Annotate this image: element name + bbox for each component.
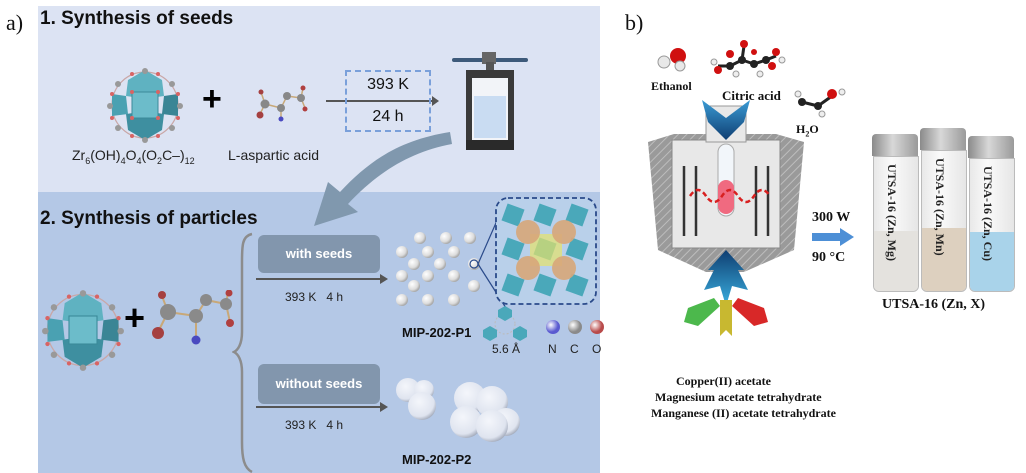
product-label: UTSA-16 (Zn, X) [882,297,986,312]
pore-size-label: 5.6 Å [492,342,521,356]
vial-label: UTSA-16 (Zn, Cu) [981,166,995,262]
section-particles-title: 2. Synthesis of particles [40,208,258,229]
conditions-box [345,70,431,132]
vial-powder [874,230,918,291]
pore-cluster-icon [483,306,527,341]
microwave-reactor-icon [648,100,804,336]
product-p2-label: MIP-202-P2 [402,452,472,467]
without-seeds-conditions: 393 K 4 h [285,418,344,432]
without-seeds-arrow [256,406,382,408]
zr-cluster-formula: Zr6(OH)4O4(O2C–)12 [72,147,195,166]
legend-atom-o-swatch [590,320,604,334]
legend-atom-c-label: C [570,342,579,356]
product-vials: UTSA-16 (Zn, Mg) UTSA-16 (Zn, Mn) UTSA-16 … [872,128,1018,298]
plus-sign: + [202,80,222,118]
arrow-head-icon [380,402,388,412]
right-arrow-icon [812,228,854,246]
condition-time: 24 h [372,108,404,125]
with-seeds-conditions: 393 K 4 h [285,290,344,304]
vial-cap [968,136,1014,158]
citric-acid-molecule-icon [710,40,786,78]
legend-atom-n-swatch [546,320,560,334]
reagent-magnesium-acetate: Magnesium acetate tetrahydrate [655,390,822,404]
vial-label: UTSA-16 (Zn, Mg) [885,164,899,262]
curly-brace-icon [232,232,253,473]
legend-atom-o-label: O [592,342,602,356]
without-seeds-button: without seeds [258,364,380,404]
water-molecule-icon [794,88,846,118]
reagent-h2o-label: H2O [796,122,819,139]
legend-atom-n-label: N [548,342,557,356]
ethanol-molecule-icon [657,48,686,72]
panel-b-label: b) [625,10,644,35]
reagent-ethanol-label: Ethanol [651,79,692,93]
vial-label: UTSA-16 (Zn, Mn) [933,158,947,256]
reaction-temperature-label: 90 °C [812,250,846,265]
product-p1-label: MIP-202-P1 [402,325,472,340]
reaction-arrow [326,100,434,102]
vial: UTSA-16 (Zn, Cu) [968,136,1015,292]
ligand-label: L-aspartic acid [228,147,320,163]
vial: UTSA-16 (Zn, Mn) [920,128,967,292]
vial: UTSA-16 (Zn, Mg) [872,134,919,292]
condition-temperature: 393 K [367,76,409,93]
plus-sign-2: + [124,297,146,338]
crystal-structure-icon [495,197,597,305]
zr-cluster-icon [107,68,183,143]
curved-arrow-icon [314,132,452,226]
aspartic-acid-large-icon [152,290,234,345]
autoclave-icon [452,52,528,150]
vial-cap [872,134,918,156]
reagent-manganese-acetate: Manganese (II) acetate tetrahydrate [651,406,836,420]
vial-body [921,150,967,292]
arrow-head-icon [432,96,439,106]
vial-cap [920,128,966,150]
mip-202-p2-aggregates-icon [396,378,520,442]
with-seeds-arrow [256,278,382,280]
with-seeds-button: with seeds [258,235,380,273]
panel-a-label: a) [6,10,24,35]
aspartic-acid-molecule-icon [256,85,308,122]
arrow-head-icon [380,274,388,284]
reagent-copper-acetate: Copper(II) acetate [676,374,771,388]
vial-body [969,158,1015,292]
section-seeds-title: 1. Synthesis of seeds [40,8,234,29]
reagent-citric-acid-label: Citric acid [722,88,781,103]
zr-cluster-large-icon [42,290,124,371]
microwave-power-label: 300 W [812,210,851,225]
vial-body [873,156,919,292]
mip-202-p1-particles-icon [396,232,480,306]
vial-powder [922,228,966,291]
legend-atom-c-swatch [568,320,582,334]
vial-powder [970,231,1014,291]
